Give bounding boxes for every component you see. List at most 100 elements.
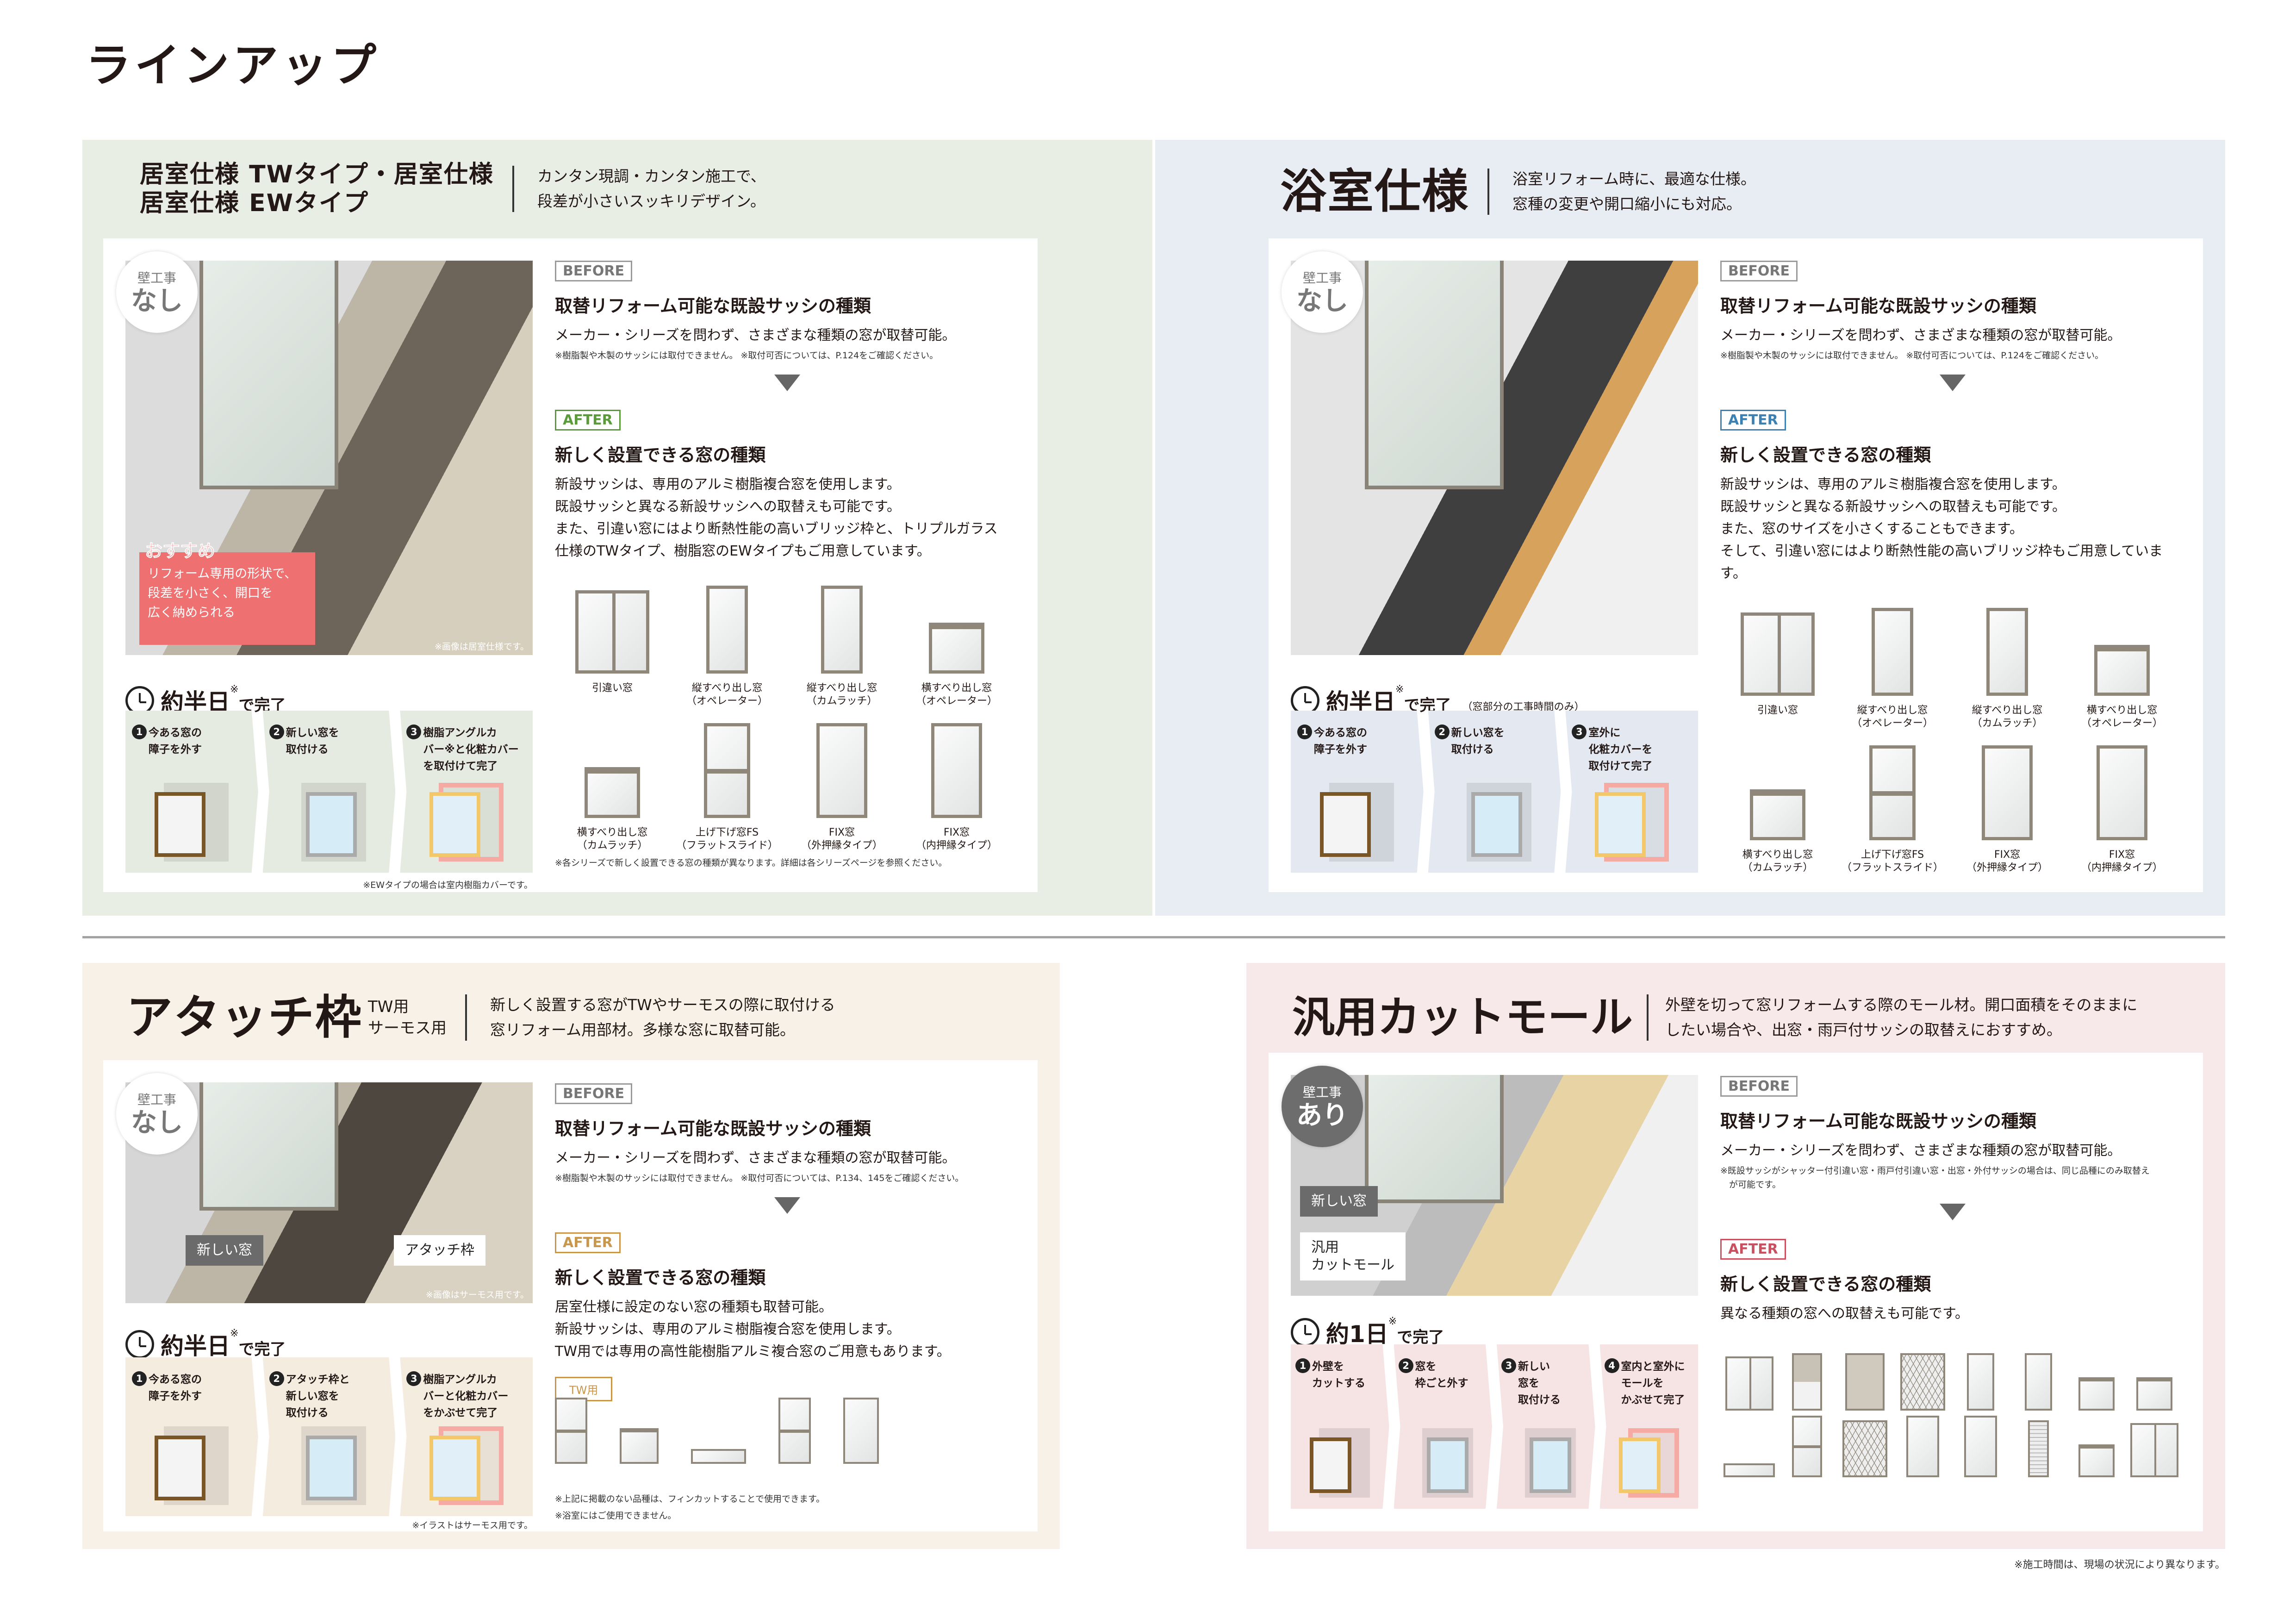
sliding-window-icon — [1741, 612, 1815, 696]
window-icon-wrap — [2028, 1420, 2049, 1477]
window-type-item — [555, 1397, 587, 1464]
panel-bathroom: 浴室仕様浴室リフォーム時に、最適な仕様。 窓種の変更や開口縮小にも対応。壁工事な… — [1155, 140, 2225, 916]
window-icon-wrap — [2078, 1371, 2115, 1411]
window-frame-shape — [429, 792, 480, 857]
double-hung-window-icon — [1792, 1415, 1822, 1477]
step-text: 窓を 枠ごと外す — [1415, 1361, 1468, 1389]
step-text: 外壁を カットする — [1312, 1361, 1365, 1389]
product-photo: 壁工事なし新しい窓アタッチ枠※画像はサーモス用です。 — [116, 1073, 533, 1303]
double-hung-window-icon — [704, 723, 750, 818]
window-icon-wrap — [931, 721, 982, 818]
step-number: 2 — [1399, 1358, 1413, 1373]
panel-description: 浴室リフォーム時に、最適な仕様。 窓種の変更や開口縮小にも対応。 — [1512, 170, 1756, 213]
window-frame-shape — [429, 1436, 480, 1500]
window-icon-wrap — [575, 576, 649, 674]
window-type-label: 横すべり出し窓 （オペレーター） — [915, 682, 997, 707]
step-text: 新しい窓を 取付ける — [1451, 727, 1505, 756]
badge-label: 壁工事 — [137, 270, 176, 286]
step-number: 1 — [1295, 1358, 1310, 1373]
after-text: 新設サッシは、専用のアルミ樹脂複合窓を使用します。 既設サッシと異なる新設サッシ… — [1720, 476, 2163, 581]
timing-mark: ※ — [1395, 684, 1404, 695]
window-type-item: FIX窓 （外押縁タイプ） — [1950, 743, 2065, 876]
before-heading: 取替リフォーム可能な既設サッシの種類 — [555, 1118, 871, 1139]
window-type-item: FIX窓 （内押縁タイプ） — [899, 721, 1014, 854]
step-illustration — [1320, 783, 1394, 862]
window-frame-shape — [155, 1436, 205, 1500]
wall-work-badge: 壁工事なし — [116, 251, 198, 333]
window-type-item — [1894, 1415, 1952, 1477]
window-icon-wrap — [1741, 599, 1815, 696]
window-type-item: 上げ下げ窓FS （フラットスライド） — [1835, 743, 1950, 876]
panel-description: 新しく設置する窓がTWやサーモスの際に取付ける 窓リフォーム用部材。多様な窓に取… — [490, 996, 835, 1039]
window-type-label: 縦すべり出し窓 （カムラッチ） — [1972, 705, 2043, 729]
double-hung-window-icon — [778, 1397, 811, 1464]
before-tag: BEFORE — [1720, 1076, 1798, 1097]
double-hung-window-icon — [555, 1397, 587, 1464]
awning-window-icon — [620, 1428, 659, 1464]
before-text: メーカー・シリーズを問わず、さまざまな種類の窓が取替可能。 — [1720, 1143, 2122, 1159]
window-type-label: 引違い窓 — [591, 682, 633, 694]
step-number: 2 — [1435, 725, 1450, 739]
window-type-item — [1778, 1415, 1836, 1477]
step-number: 3 — [406, 1371, 422, 1386]
window-icon-wrap — [2094, 599, 2150, 696]
photo-note: ※画像はサーモス用です。 — [425, 1290, 529, 1300]
step-number: 1 — [132, 725, 147, 739]
transom-window-icon — [1724, 1463, 1775, 1477]
before-note: ※樹脂製や木製のサッシには取付できません。 ※取付可否については、P.134、1… — [555, 1173, 964, 1183]
window-frame-shape — [1594, 792, 1646, 857]
window-icon-wrap — [778, 1397, 811, 1464]
window-frame-shape — [1471, 792, 1522, 857]
window-type-item: 上げ下げ窓FS （フラットスライド） — [670, 721, 784, 854]
window-icon-wrap — [691, 1415, 746, 1464]
window-icon-wrap — [1842, 1420, 1888, 1477]
window-icon-wrap — [843, 1397, 879, 1464]
timing-main: 約1日 — [1326, 1321, 1388, 1348]
product-photo: 壁工事なし — [1282, 251, 1698, 655]
completion-time: 約1日※で完了 — [1291, 1316, 1444, 1349]
step-number: 3 — [406, 725, 422, 739]
casement-window-icon — [1872, 608, 1913, 696]
badge-label: 壁工事 — [137, 1092, 176, 1107]
header-separator — [1487, 169, 1489, 215]
recommend-box: おすすめリフォーム専用の形状で、 段差を小さく、開口を 広く納められる — [139, 541, 315, 645]
window-type-item: 縦すべり出し窓 （カムラッチ） — [1950, 599, 2065, 732]
window-icon-wrap — [704, 721, 750, 818]
casement-window-icon — [821, 586, 863, 674]
step-text: 樹脂アングルカ バー※と化粧カバー を取付けて完了 — [423, 727, 519, 772]
step-number: 4 — [1604, 1358, 1619, 1373]
step-illustration — [1594, 783, 1669, 862]
panel-description: カンタン現調・カンタン施工で、 段差が小さいスッキリデザイン。 — [537, 167, 766, 210]
completion-time: 約半日※で完了 — [125, 1328, 286, 1361]
window-frame-shape — [306, 792, 357, 857]
window-type-item: 縦すべり出し窓 （オペレーター） — [1835, 599, 1950, 732]
step-illustration — [1457, 783, 1531, 862]
badge-value: なし — [131, 286, 183, 316]
product-photo: 壁工事なしおすすめリフォーム専用の形状で、 段差を小さく、開口を 広く納められる… — [116, 251, 533, 655]
shutter-window-icon — [1792, 1353, 1822, 1411]
sliding-window-icon — [1725, 1356, 1773, 1411]
after-heading: 新しく設置できる窓の種類 — [555, 445, 766, 465]
window-icon-wrap — [1845, 1353, 1885, 1411]
window-icon-wrap — [1724, 1438, 1775, 1477]
window-type-item — [778, 1397, 811, 1464]
after-text: 居室仕様に設定のない窓の種類も取替可能。 新設サッシは、専用のアルミ樹脂複合窓を… — [555, 1299, 951, 1360]
photo-label: 新しい窓 — [186, 1235, 263, 1266]
window-type-item — [1836, 1420, 1894, 1477]
step-number: 2 — [269, 1371, 284, 1386]
after-tag: AFTER — [1720, 410, 1786, 431]
casement-window-icon — [1986, 608, 2028, 696]
footnote: ※施工時間は、現場の状況により異なります。 — [2014, 1559, 2225, 1571]
window-icon-wrap — [929, 576, 984, 674]
